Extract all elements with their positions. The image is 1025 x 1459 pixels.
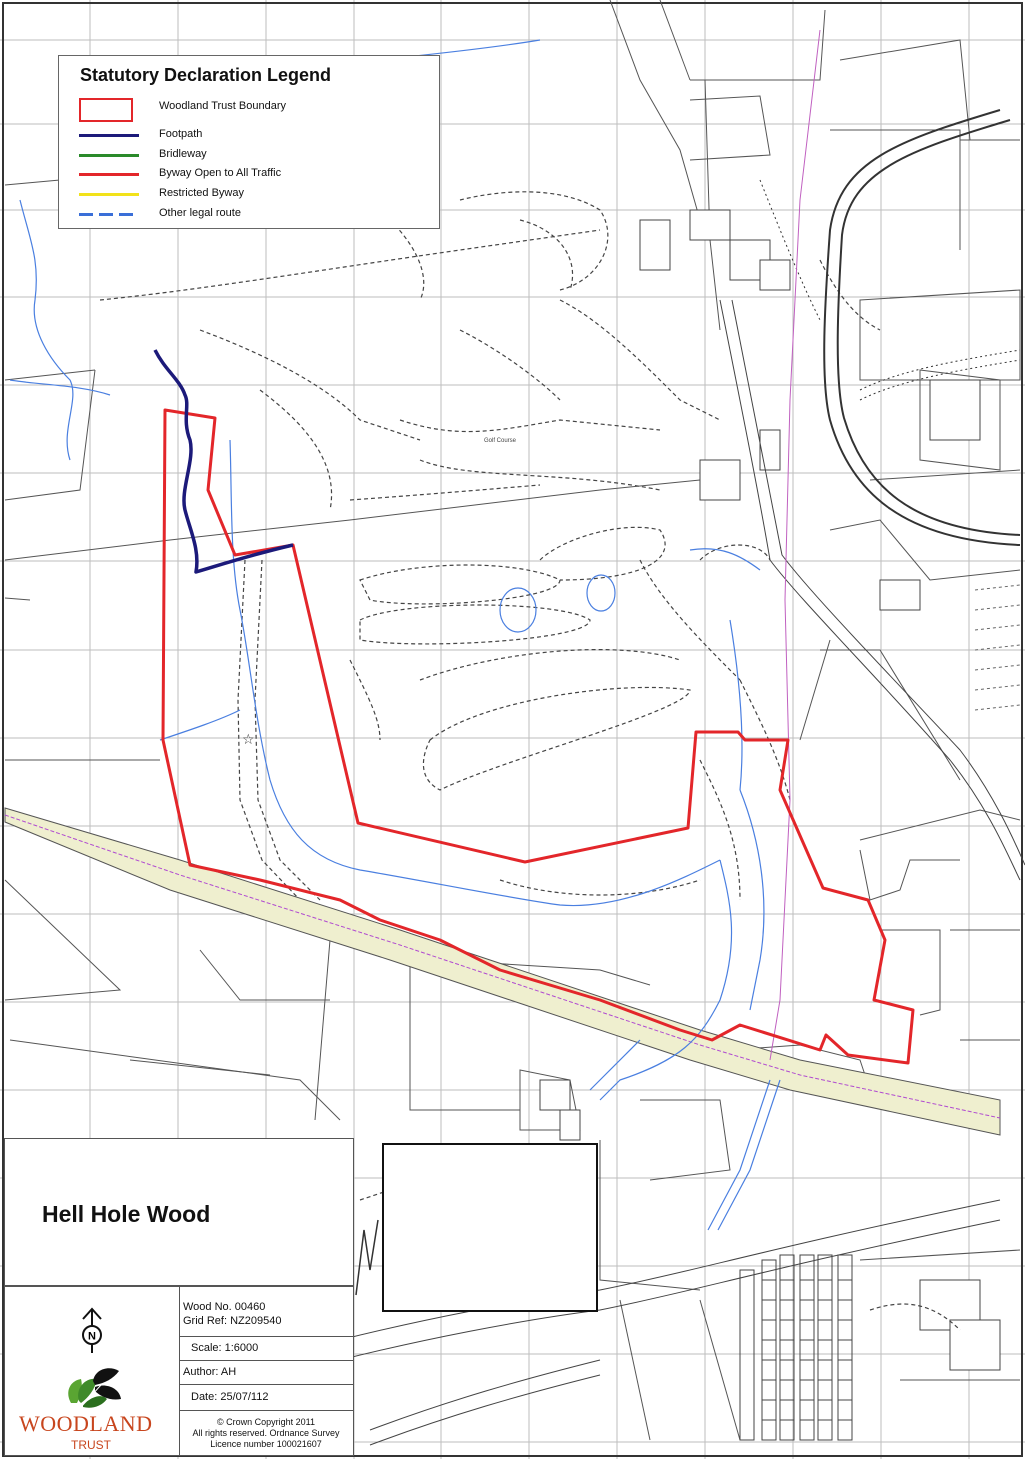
legend-item-byway: Byway Open to All Traffic (79, 165, 419, 185)
golf-course-label: Golf Course (484, 438, 517, 444)
date-text: Date: 25/07/112 (191, 1391, 269, 1403)
streams (9, 39, 781, 1231)
wood-number: Wood No. 00460 (183, 1301, 266, 1313)
copyright-line: All rights reserved. Ordnance Survey (192, 1428, 340, 1438)
legend-label: Bridleway (159, 148, 207, 160)
logo-area: N WOODLAND TRUST (5, 1287, 180, 1455)
buildings (539, 209, 1001, 1371)
copyright-line: Licence number 100021607 (210, 1439, 322, 1449)
byway-swatch-icon (79, 173, 139, 176)
woodland-trust-leaf-icon (68, 1368, 121, 1408)
footpath-route[interactable] (153, 349, 294, 574)
legend-item-footpath: Footpath (79, 126, 419, 146)
scale-text: Scale: 1:6000 (191, 1342, 259, 1354)
grid-reference: Grid Ref: NZ209540 (183, 1315, 282, 1327)
roads (339, 299, 1025, 1446)
railway-centre-line (4, 814, 1001, 1119)
restricted-byway-swatch-icon (79, 193, 139, 196)
legend-label: Restricted Byway (159, 187, 244, 199)
author-text: Author: AH (183, 1366, 237, 1378)
woodland-trust-boundary-west[interactable] (161, 408, 915, 1065)
copyright-notice: © Crown Copyright 2011 All rights reserv… (181, 1417, 351, 1450)
legend-label: Footpath (159, 128, 203, 140)
date-cell: Date: 25/07/112 (179, 1385, 353, 1411)
legend-label: Byway Open to All Traffic (159, 167, 282, 179)
bridleway-swatch-icon (79, 154, 139, 157)
legend-item-boundary: Woodland Trust Boundary (79, 98, 419, 122)
author-cell: Author: AH (179, 1361, 353, 1385)
title-box: Hell Hole Wood (4, 1138, 354, 1286)
parish-boundary (769, 29, 821, 1061)
legend-label: Other legal route (159, 207, 241, 219)
legend-box: Statutory Declaration Legend Woodland Tr… (58, 55, 440, 229)
logo-wordmark: WOODLAND (19, 1411, 153, 1436)
railway-ties (759, 179, 1021, 401)
legend-item-restricted-byway: Restricted Byway (79, 185, 419, 205)
footpath-swatch-icon (79, 134, 139, 137)
legend-label: Woodland Trust Boundary (159, 100, 286, 112)
handwritten-mark (355, 1219, 379, 1296)
svg-text:N: N (88, 1331, 96, 1343)
copyright-line: © Crown Copyright 2011 (216, 1417, 315, 1427)
legend-title: Statutory Declaration Legend (80, 65, 332, 85)
boundary-swatch-icon (79, 98, 133, 122)
railway-curve (823, 109, 1021, 546)
golf-course-features (99, 191, 961, 1331)
other-route-swatch-icon (79, 213, 139, 216)
logo-subtitle: TRUST (71, 1438, 111, 1452)
wood-ref-cell: Wood No. 00460 Grid Ref: NZ209540 (179, 1287, 353, 1337)
terraced-houses (739, 1254, 853, 1441)
info-panel: N WOODLAND TRUST Wood No. 00460 Grid Ref… (4, 1286, 354, 1456)
star-marker: ☆ (242, 732, 255, 748)
legend-item-bridleway: Bridleway (79, 146, 419, 166)
legend-item-other-route: Other legal route (79, 205, 419, 225)
scale-cell: Scale: 1:6000 (179, 1337, 353, 1361)
north-arrow-icon: N (82, 1307, 102, 1353)
ponds (499, 574, 616, 633)
wood-name: Hell Hole Wood (42, 1201, 211, 1227)
blank-label-box (382, 1143, 598, 1312)
